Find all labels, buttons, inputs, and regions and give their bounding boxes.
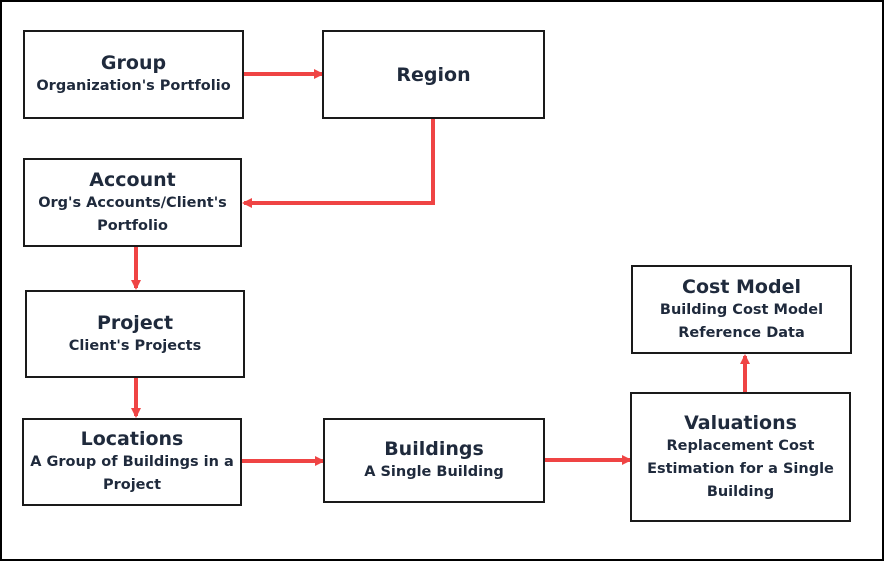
node-account-title: Account	[89, 168, 176, 191]
node-cost-model-desc-line-1: Building Cost Model	[659, 301, 824, 318]
node-valuations: Valuations Replacement Cost Estimation f…	[630, 392, 851, 522]
node-cost-model-desc-line-2: Reference Data	[678, 324, 805, 341]
node-valuations-desc-line-2: Estimation for a Single	[647, 460, 834, 477]
node-region: Region	[322, 30, 545, 119]
node-group: Group Organization's Portfolio	[23, 30, 244, 119]
node-account-desc-line-2: Portfolio	[97, 217, 168, 234]
node-locations-title: Locations	[80, 428, 184, 450]
node-locations: Locations A Group of Buildings in a Proj…	[22, 418, 242, 506]
node-project: Project Client's Projects	[25, 290, 245, 378]
node-project-desc-line-1: Client's Projects	[68, 337, 202, 354]
node-locations-desc-line-2: Project	[102, 477, 162, 493]
node-account-desc-line-1: Org's Accounts/Client's	[38, 194, 227, 211]
node-cost-model-title: Cost Model	[682, 275, 801, 298]
node-buildings: Buildings A Single Building	[323, 418, 545, 503]
node-buildings-title: Buildings	[384, 438, 484, 460]
node-valuations-desc-line-3: Building	[706, 483, 775, 500]
node-project-title: Project	[96, 311, 174, 334]
node-valuations-desc-line-1: Replacement Cost	[666, 437, 815, 454]
node-cost-model: Cost Model Building Cost Model Reference…	[631, 265, 852, 354]
node-account: Account Org's Accounts/Client's Portfoli…	[23, 158, 242, 247]
node-group-title: Group	[100, 52, 167, 74]
node-locations-desc-line-1: A Group of Buildings in a	[30, 454, 234, 470]
node-group-desc-line-1: Organization's Portfolio	[36, 78, 231, 94]
node-valuations-title: Valuations	[684, 411, 797, 434]
node-region-title: Region	[396, 63, 471, 86]
node-buildings-desc-line-1: A Single Building	[364, 464, 504, 480]
